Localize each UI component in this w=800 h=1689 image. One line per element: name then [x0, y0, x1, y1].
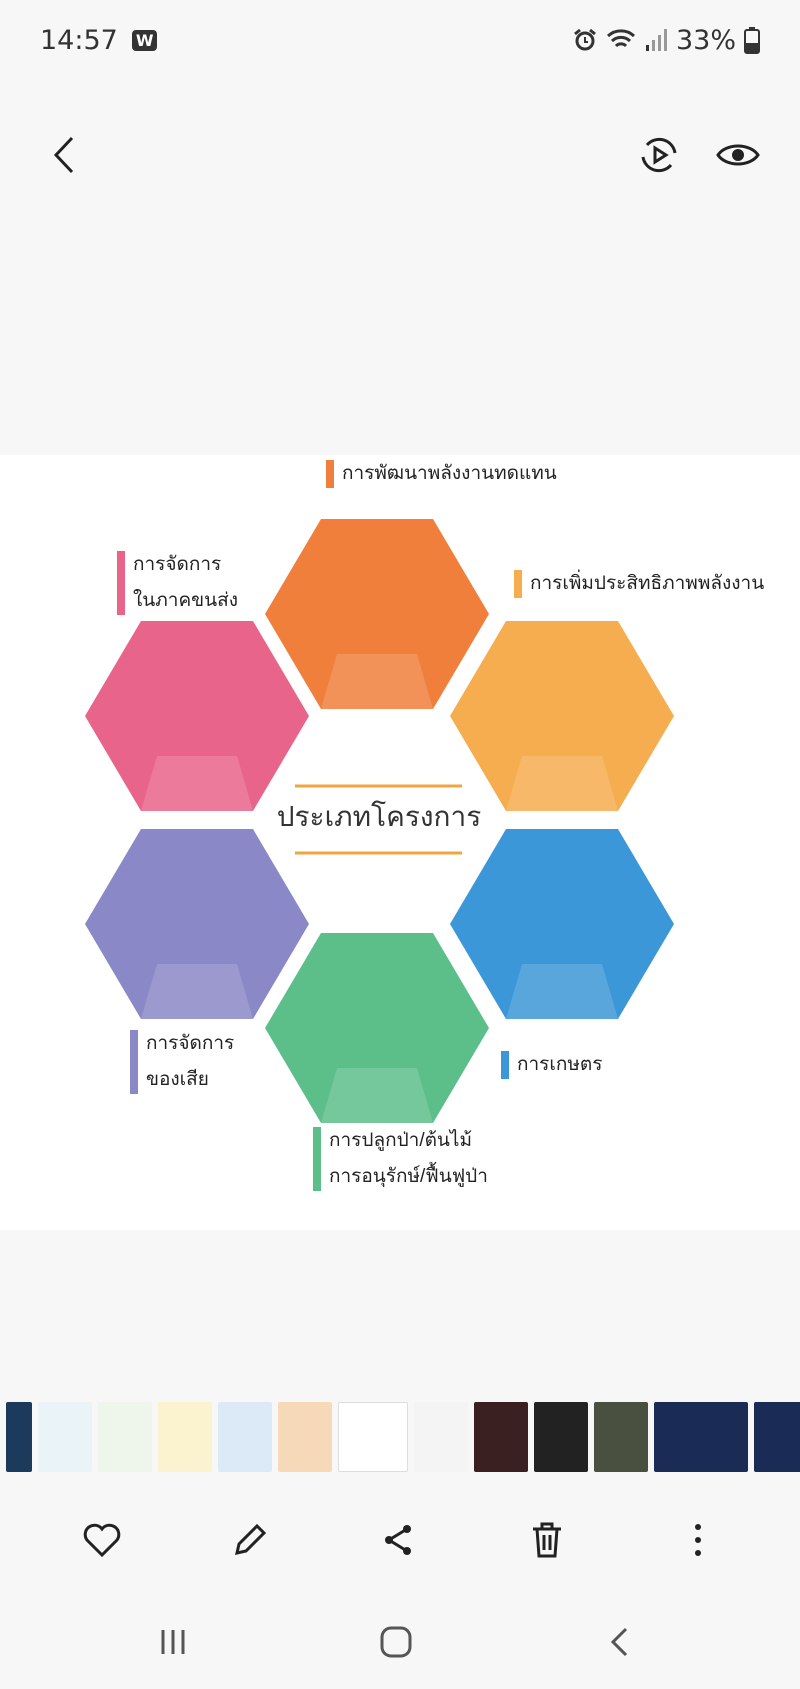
- photo-viewer[interactable]: ประเภทโครงการ การพัฒนาพลังงานทดแทน การเพ…: [0, 455, 800, 1230]
- label-agriculture: การเกษตร: [501, 1047, 602, 1083]
- motion-photo-icon: [641, 137, 677, 173]
- thumbnail[interactable]: [158, 1402, 212, 1472]
- home-button[interactable]: [366, 1612, 426, 1672]
- alarm-icon: [574, 28, 596, 51]
- view-button[interactable]: [708, 125, 768, 185]
- status-bar: 14:57 W 33%: [40, 20, 760, 60]
- thumbnail-strip[interactable]: [0, 1402, 800, 1474]
- more-button[interactable]: [668, 1510, 728, 1570]
- edit-icon: [235, 1523, 267, 1555]
- hex-agriculture: [450, 829, 674, 1019]
- recents-icon: [161, 1630, 185, 1654]
- hex-shade: [141, 756, 253, 811]
- back-icon: [610, 1627, 628, 1657]
- thumbnail[interactable]: [414, 1402, 468, 1472]
- label-efficiency: การเพิ่มประสิทธิภาพพลังงาน: [514, 566, 764, 602]
- label-renewable: การพัฒนาพลังงานทดแทน: [326, 456, 557, 492]
- hex-forest: [265, 933, 489, 1123]
- share-icon: [385, 1525, 411, 1555]
- share-button[interactable]: [368, 1510, 428, 1570]
- eye-icon: [716, 144, 760, 166]
- thumbnail[interactable]: [218, 1402, 272, 1472]
- favorite-icon: [83, 1523, 121, 1558]
- nav-back-button[interactable]: [590, 1612, 650, 1672]
- hex-shade: [321, 654, 433, 709]
- clock: 14:57: [40, 24, 118, 56]
- delete-button[interactable]: [517, 1510, 577, 1570]
- app-badge: W: [131, 29, 158, 51]
- navigation-bar: [0, 1612, 800, 1672]
- hex-shade: [506, 964, 618, 1019]
- motion-photo-button[interactable]: [629, 125, 689, 185]
- favorite-button[interactable]: [72, 1510, 132, 1570]
- hex-efficiency: [450, 621, 674, 811]
- back-icon: [53, 136, 74, 174]
- battery-icon: [744, 27, 760, 54]
- wifi-icon: [606, 29, 636, 48]
- infographic-title: ประเภทโครงการ: [276, 801, 482, 832]
- thumbnail[interactable]: [654, 1402, 748, 1472]
- signal-icon: [645, 29, 667, 51]
- thumbnail[interactable]: [594, 1402, 648, 1472]
- delete-icon: [533, 1522, 561, 1558]
- thumbnail[interactable]: [98, 1402, 152, 1472]
- label-waste: การจัดการของเสีย: [130, 1026, 234, 1098]
- thumbnail[interactable]: [6, 1402, 32, 1472]
- hex-renewable: [265, 519, 489, 709]
- action-bar: [0, 1510, 800, 1570]
- battery-percent: 33%: [675, 24, 736, 56]
- label-transport: การจัดการในภาคขนส่ง: [117, 547, 238, 619]
- recents-button[interactable]: [143, 1612, 203, 1672]
- hex-transport: [85, 621, 309, 811]
- edit-button[interactable]: [220, 1510, 280, 1570]
- thumbnail[interactable]: [338, 1402, 408, 1472]
- hex-shade: [321, 1068, 433, 1123]
- label-forest: การปลูกป่า/ต้นไม้การอนุรักษ์/ฟื้นฟูป่า: [313, 1123, 488, 1195]
- thumbnail[interactable]: [38, 1402, 92, 1472]
- thumbnail[interactable]: [534, 1402, 588, 1472]
- hex-waste: [85, 829, 309, 1019]
- thumbnail[interactable]: [278, 1402, 332, 1472]
- back-button[interactable]: [35, 125, 95, 185]
- more-icon: [695, 1524, 701, 1556]
- thumbnail[interactable]: [474, 1402, 528, 1472]
- thumbnail[interactable]: [754, 1402, 800, 1472]
- infographic: [85, 519, 674, 1123]
- hex-shade: [141, 964, 253, 1019]
- hex-shade: [506, 756, 618, 811]
- home-icon: [380, 1626, 412, 1658]
